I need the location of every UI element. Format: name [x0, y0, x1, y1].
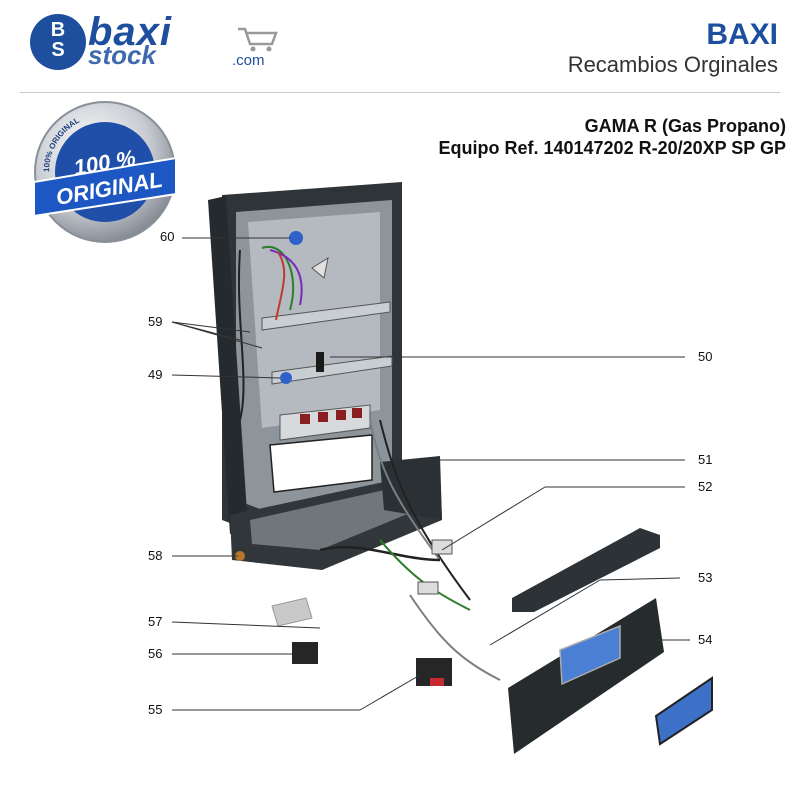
gasket-plate [271, 597, 313, 627]
logo-word-baxi: baxi [88, 10, 173, 54]
callout-60: 60 [160, 229, 175, 244]
logo-mark: B S [30, 14, 86, 70]
logo-mark-letter-b: B [50, 19, 66, 41]
callout-50: 50 [698, 349, 713, 364]
callout-58: 58 [148, 548, 163, 563]
display-module [654, 676, 713, 746]
callout-49: 49 [148, 367, 163, 382]
callout-52: 52 [698, 479, 713, 494]
fitting-part [235, 551, 245, 561]
callout-53: 53 [698, 570, 713, 585]
callout-51: 51 [698, 452, 713, 467]
callout-leader-lines [171, 237, 690, 711]
callout-57: 57 [148, 614, 163, 629]
brand-tagline: Recambios Orginales [567, 52, 778, 77]
header-divider [20, 92, 780, 93]
brand-name: BAXI [706, 18, 778, 51]
logo-word-stock: stock [88, 40, 156, 70]
control-panel [508, 598, 664, 754]
diagram-title-equipment: Equipo Ref. 140147202 R-20/20XP SP GP [438, 138, 786, 158]
relay-terminal [430, 678, 444, 686]
callout-55: 55 [148, 702, 163, 717]
callout-54: 54 [698, 632, 713, 647]
callout-59: 59 [148, 314, 163, 329]
logo-mark-letter-s: S [51, 39, 65, 61]
diagram-title-range: GAMA R (Gas Propano) [584, 116, 786, 136]
logo-domain: .com [232, 52, 265, 69]
cable-harness [319, 539, 501, 681]
callout-56: 56 [148, 646, 163, 661]
boiler-frame [208, 182, 471, 601]
transformer-block [292, 642, 318, 664]
lower-bracket [512, 528, 660, 612]
shopping-cart-icon [238, 27, 278, 52]
original-seal-icon: 100% ORIGINAL [33, 101, 177, 243]
